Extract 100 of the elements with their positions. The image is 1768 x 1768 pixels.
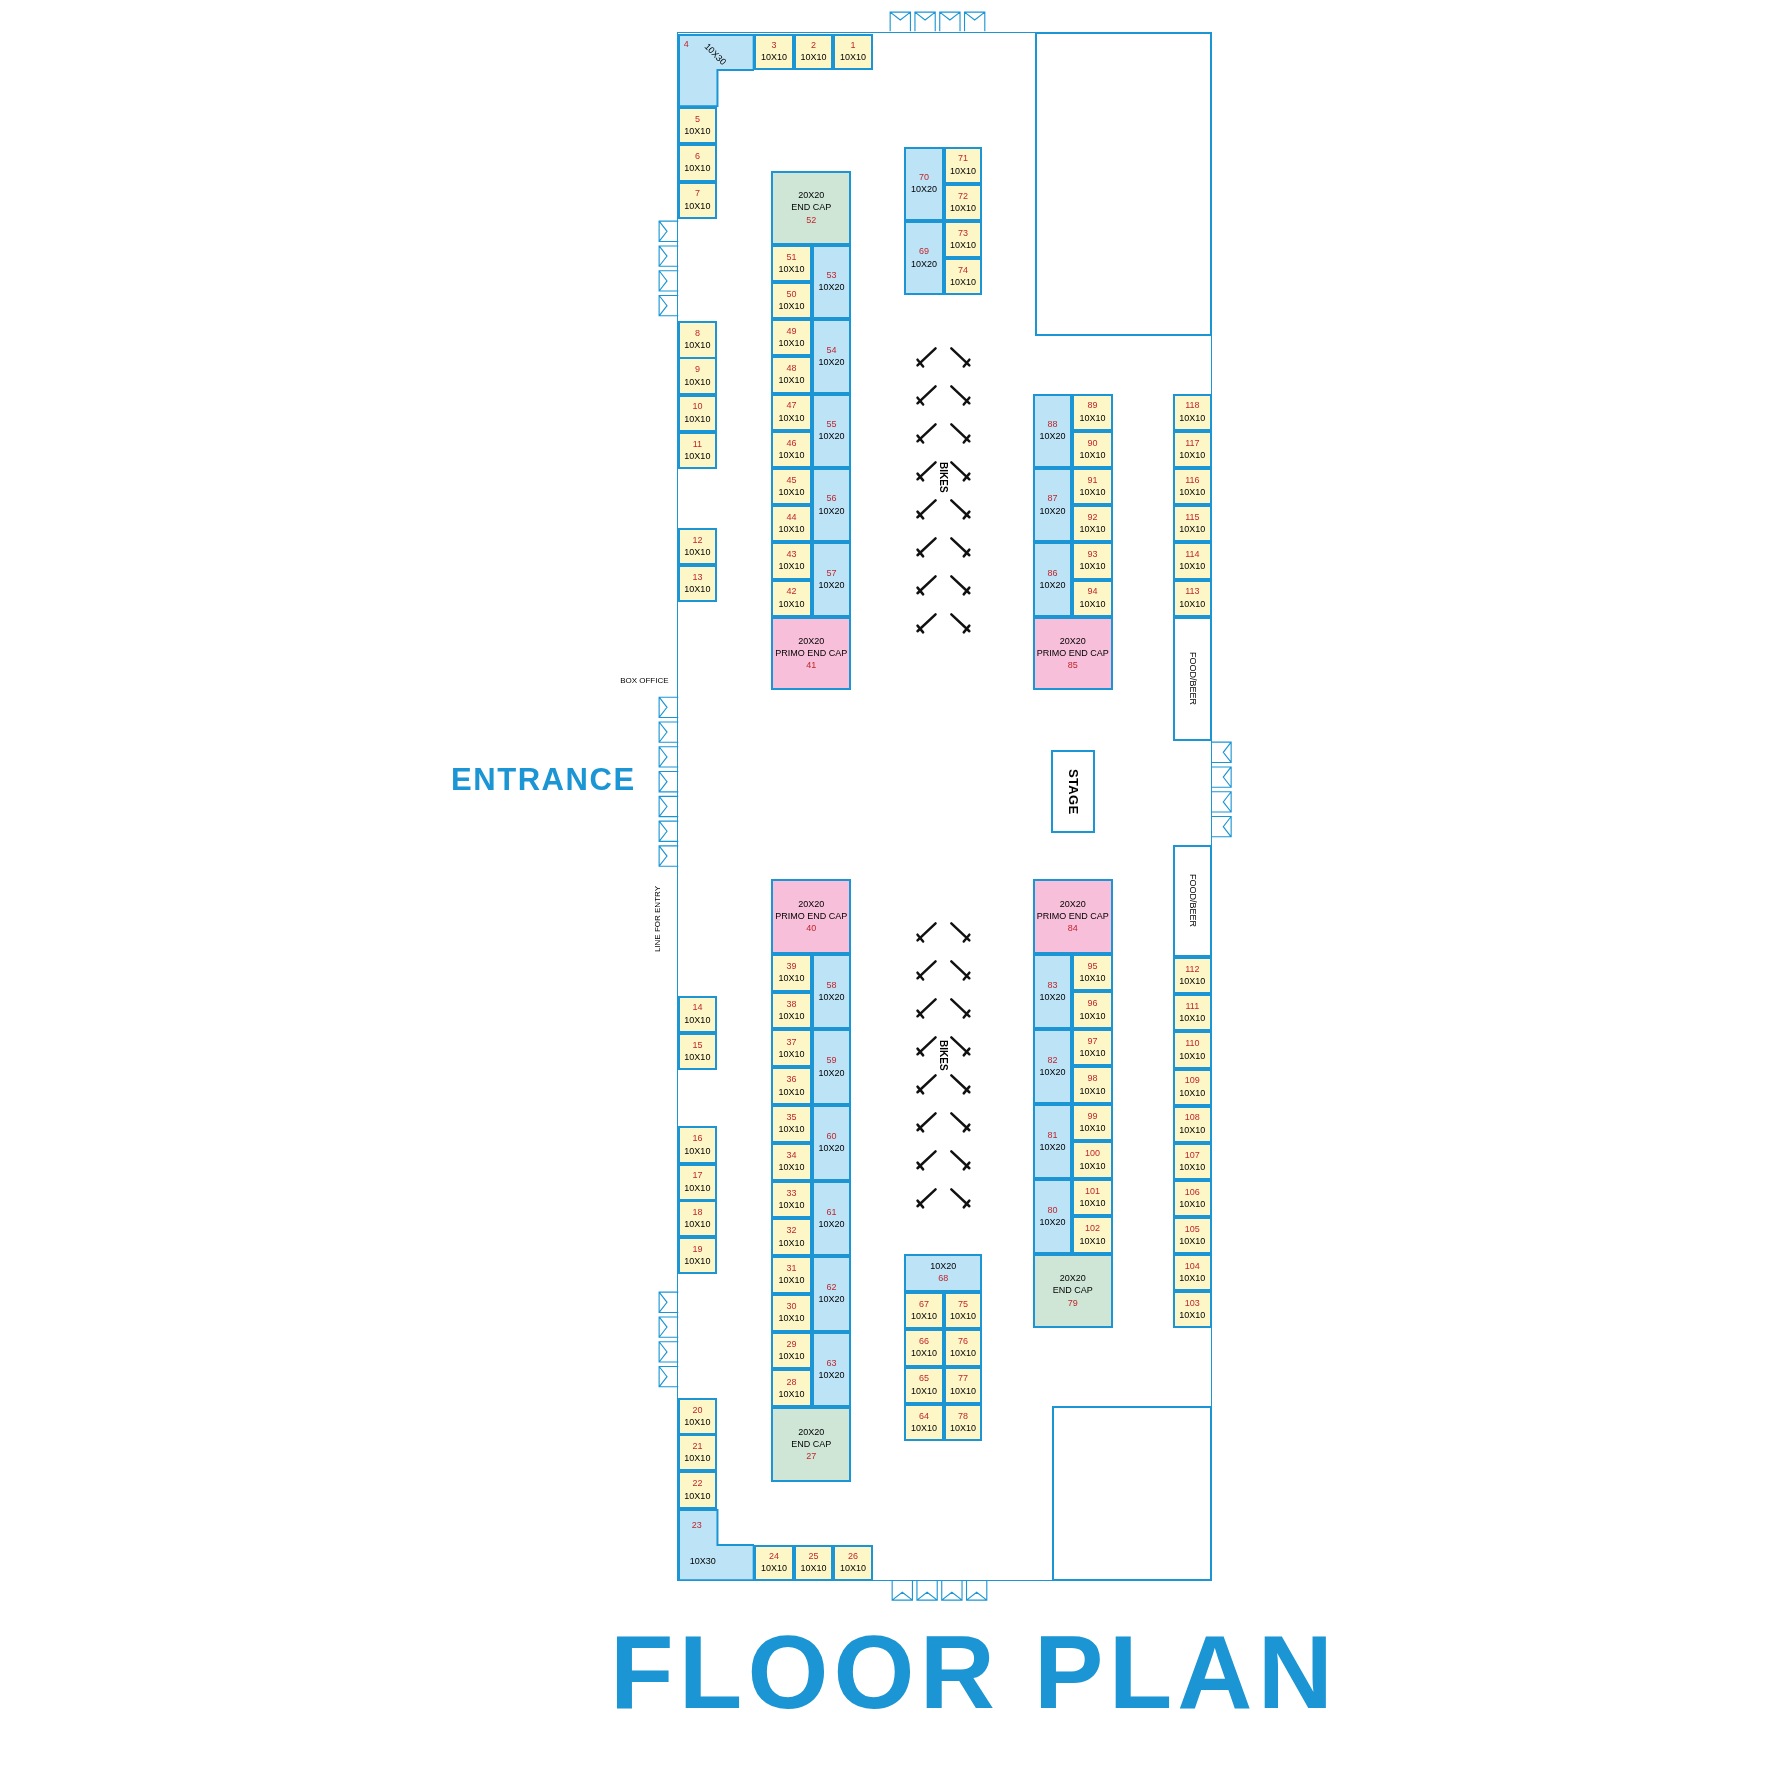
booth [811, 542, 852, 617]
booth-number: 63 [826, 1357, 837, 1369]
booth-area [1035, 31, 1213, 336]
booth-size: 10X10 [684, 546, 711, 559]
booth-size: 10X10 [684, 1051, 711, 1064]
booth-number: 26 [847, 1551, 858, 1563]
booth-size: 20X20 [798, 898, 825, 911]
booth-size: 10X10 [778, 598, 805, 610]
booth-size: 10X10 [684, 1218, 711, 1231]
booth [677, 357, 718, 395]
booth-number: 18 [692, 1206, 703, 1218]
booth [1172, 1179, 1213, 1217]
booth-number: 111 [1185, 1001, 1200, 1013]
booth-number: 5 [694, 113, 700, 126]
booth-size: 10X10 [1079, 487, 1106, 499]
booth [811, 319, 852, 394]
booth [833, 33, 873, 70]
booth-size: 10X10 [778, 1124, 805, 1136]
booth-size: 10X10 [684, 126, 711, 138]
booth-size: 10X10 [911, 1422, 937, 1435]
booth-size: 10X10 [911, 1385, 937, 1397]
booth-size: 10X10 [1079, 973, 1106, 985]
booth-number: 102 [1085, 1223, 1101, 1235]
booth-number: 1 [850, 40, 856, 52]
booth [771, 356, 812, 394]
booth-type: END CAP [1052, 1285, 1093, 1297]
booth-size: 10X10 [684, 1014, 711, 1026]
booth-size: 10X10 [684, 413, 711, 425]
booth-number: 93 [1087, 549, 1098, 561]
booth-size: 10X20 [1039, 580, 1066, 592]
booth-type: PRIMO END CAP [1036, 647, 1109, 660]
booth [771, 879, 852, 954]
booth [943, 258, 983, 296]
booth-size: 10X20 [1039, 1216, 1066, 1229]
booth [1072, 1028, 1113, 1067]
booth-number: 12 [692, 534, 703, 546]
booth [904, 221, 944, 296]
booth [754, 1544, 794, 1581]
booth-number: 22 [692, 1478, 703, 1490]
booth-size: 10X10 [1179, 1273, 1206, 1285]
booth [943, 221, 983, 259]
booth-number: 98 [1087, 1073, 1098, 1085]
booth [1172, 1216, 1213, 1255]
booth-number: 25 [808, 1551, 819, 1563]
booth [771, 1369, 812, 1408]
booth-number: 17 [692, 1170, 703, 1182]
booth-size: 10X10 [778, 1199, 805, 1212]
booth [1072, 1066, 1113, 1104]
booth-size: 10X10 [1079, 1235, 1106, 1247]
booth-size: 10X10 [684, 584, 711, 596]
booth-size: 10X10 [1179, 598, 1206, 610]
booth-size: 10X10 [684, 1417, 711, 1429]
booth [771, 1293, 812, 1332]
booth [904, 1329, 944, 1367]
booth [1032, 1103, 1073, 1179]
booth-size: 10X10 [684, 376, 711, 388]
booth-number: 101 [1085, 1185, 1101, 1198]
booth-number: 103 [1184, 1297, 1200, 1310]
booth-number: 41 [806, 660, 817, 672]
booth-size: 10X10 [1179, 1310, 1206, 1322]
booth-size: 10X10 [778, 973, 805, 985]
area-label: BOX OFFICE [620, 676, 669, 685]
booth-number: 21 [692, 1441, 703, 1453]
booth [1072, 430, 1113, 468]
booth-size: 10X10 [778, 1237, 805, 1249]
booth-number: 37 [786, 1036, 797, 1048]
booth [1172, 1031, 1213, 1069]
booth-number: 86 [1047, 567, 1058, 580]
booth [771, 430, 812, 468]
booth-size: 10X20 [1039, 991, 1066, 1004]
booth [1172, 1142, 1213, 1180]
booth [811, 1180, 852, 1257]
booth [1172, 505, 1213, 543]
booth-number: 92 [1087, 512, 1098, 524]
booth-size: 10X10 [778, 1162, 805, 1174]
booth [1072, 393, 1113, 431]
booth [811, 244, 852, 320]
booth-number: 30 [786, 1301, 797, 1313]
booth-number: 107 [1184, 1149, 1200, 1161]
booth-size: 10X20 [818, 1143, 845, 1155]
booth [771, 542, 812, 580]
booth [771, 281, 812, 320]
booth-number: 58 [826, 979, 837, 992]
booth [771, 1331, 812, 1370]
booth-number: 4 [683, 39, 689, 49]
booth-size: 10X10 [1079, 1123, 1106, 1135]
booth-type: END CAP [791, 202, 832, 214]
booth-size: 10X10 [1179, 449, 1206, 462]
area-label: FOOD/BEER [1187, 874, 1198, 928]
booth-number: 38 [786, 998, 797, 1011]
booth-number: 106 [1184, 1186, 1200, 1198]
booth [1072, 467, 1113, 506]
booth-number: 99 [1087, 1110, 1098, 1123]
booth-size: 10X10 [1179, 1161, 1206, 1174]
booth-number: 36 [786, 1074, 797, 1086]
booth-size: 20X20 [1059, 898, 1086, 911]
booth-number: 64 [919, 1410, 929, 1422]
booth-size: 10X10 [1079, 1160, 1106, 1172]
booth [1072, 953, 1113, 992]
booth-number: 65 [919, 1373, 929, 1385]
